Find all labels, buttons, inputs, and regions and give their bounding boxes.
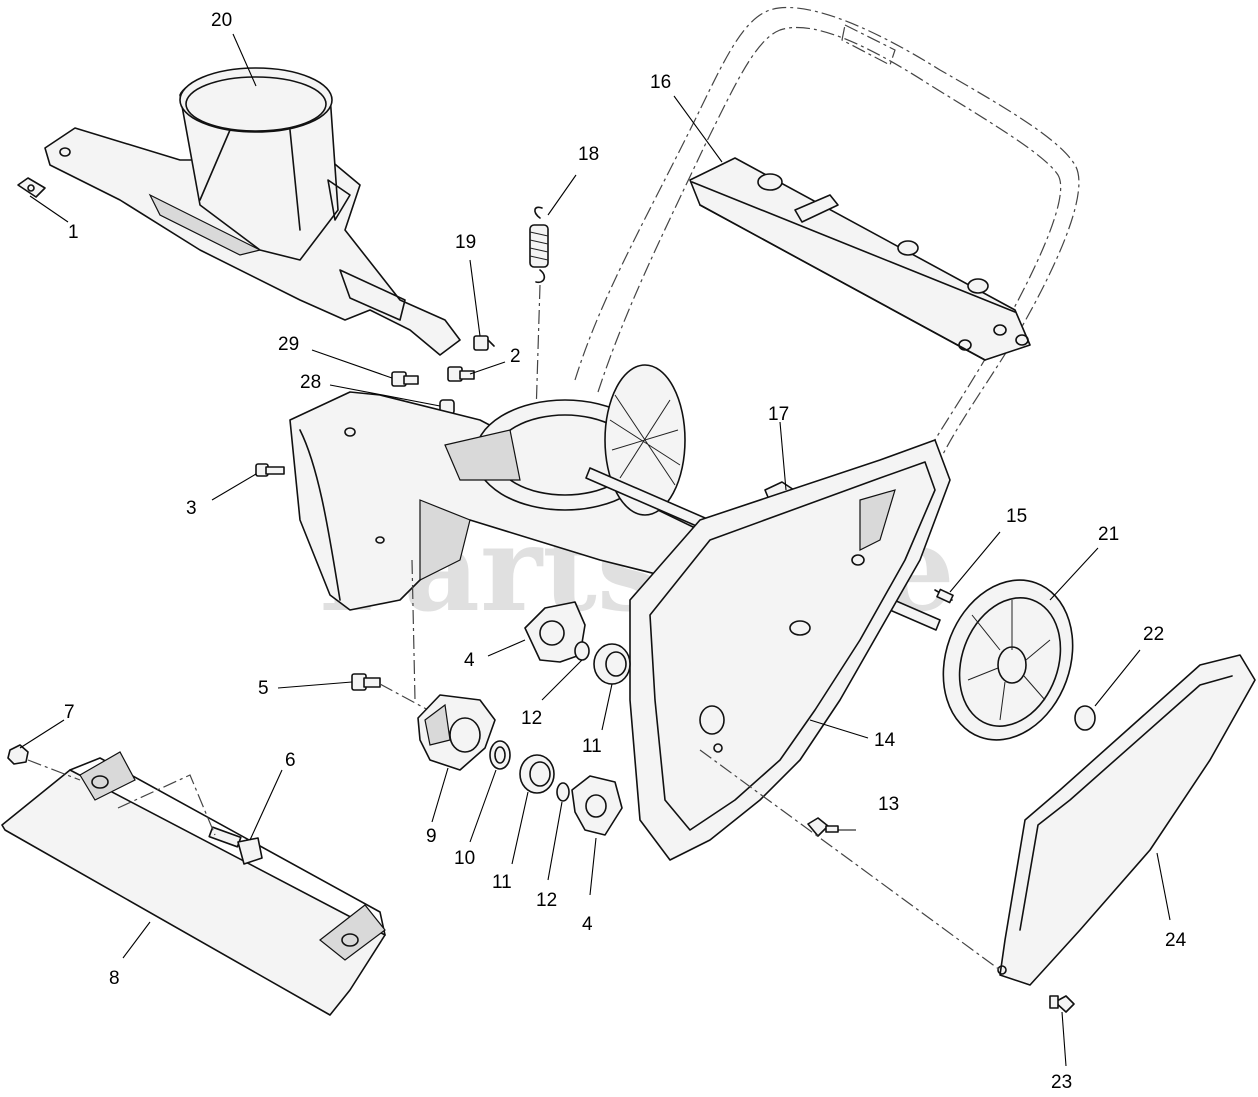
leader-lines: [19, 33, 1171, 1067]
callout-15: 15: [1006, 506, 1027, 527]
callout-5: 5: [258, 678, 269, 699]
bearing-11-lower: [519, 754, 555, 794]
screw-19: [473, 335, 495, 351]
callout-4-lower: 4: [582, 914, 593, 935]
callout-19: 19: [455, 232, 476, 253]
belt-cover-24: [997, 654, 1256, 986]
control-panel: [689, 157, 1031, 361]
discharge-chute: [44, 67, 461, 356]
callout-12-lower: 12: [536, 890, 557, 911]
washer-12-lower: [556, 782, 570, 802]
bolt-2: [447, 366, 475, 382]
callout-14: 14: [874, 730, 896, 751]
callout-29: 29: [278, 334, 299, 355]
callout-11-lower: 11: [492, 872, 512, 893]
screw-13: [807, 817, 839, 837]
callout-8: 8: [109, 968, 120, 989]
callout-labels: 20 1 16 18 19 2 29 28 17 3 15 21 22 4 5 …: [64, 10, 1187, 1093]
screw-15: [934, 588, 954, 604]
callout-11-upper: 11: [582, 736, 602, 757]
nut-7: [7, 744, 29, 765]
washer-12-upper: [574, 641, 590, 661]
callout-28: 28: [300, 372, 321, 393]
scraper-bar: [1, 751, 386, 1016]
washer-10: [489, 740, 511, 770]
callout-21: 21: [1098, 524, 1119, 545]
clip-nut-1: [17, 177, 46, 198]
callout-18: 18: [578, 144, 599, 165]
screw-23: [1049, 995, 1075, 1013]
callout-4-upper: 4: [464, 650, 475, 671]
wheel-21: [942, 579, 1074, 741]
callout-9: 9: [426, 826, 437, 847]
bolt-3: [255, 463, 285, 477]
callout-3: 3: [186, 498, 197, 519]
callout-24: 24: [1165, 930, 1187, 951]
callout-6: 6: [285, 750, 296, 771]
callout-20: 20: [211, 10, 232, 31]
callout-22: 22: [1143, 624, 1164, 645]
side-frame: [629, 439, 951, 861]
callout-23: 23: [1051, 1072, 1072, 1093]
callout-1: 1: [68, 222, 79, 243]
callout-16: 16: [650, 72, 671, 93]
callout-12-upper: 12: [521, 708, 542, 729]
callout-13: 13: [878, 794, 899, 815]
bearing-flange-lower: [571, 775, 623, 836]
callout-17: 17: [768, 404, 789, 425]
hub-cap-22: [1074, 705, 1096, 731]
bearing-flange-upper: [524, 601, 586, 663]
bolt-29: [391, 371, 419, 387]
callout-10: 10: [454, 848, 475, 869]
callout-7: 7: [64, 702, 75, 723]
gearbox-9: [417, 694, 496, 771]
bearing-11-upper: [593, 643, 631, 685]
bolt-5: [351, 673, 381, 691]
carriage-bolt-6: [208, 826, 263, 865]
callout-2: 2: [510, 346, 521, 367]
